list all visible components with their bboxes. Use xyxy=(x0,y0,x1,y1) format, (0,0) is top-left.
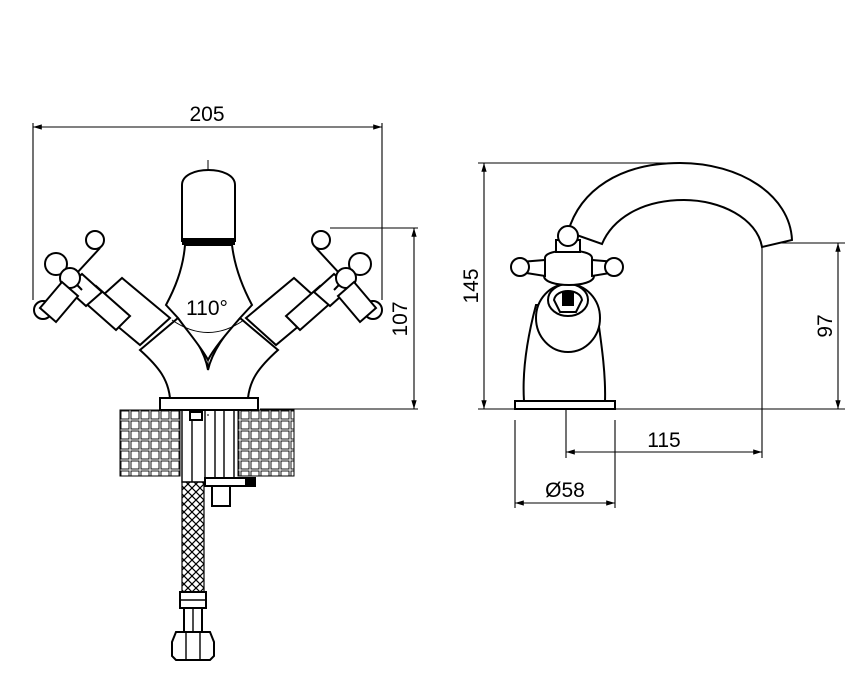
reach-dim-label: 115 xyxy=(647,429,680,452)
faucet-body: 110° xyxy=(138,169,280,411)
width-dimension: 205 xyxy=(32,103,383,300)
side-view: 145 97 115 Ø58 xyxy=(460,161,845,508)
side-spout xyxy=(566,161,794,249)
left-handle xyxy=(33,230,105,324)
countertop-section xyxy=(119,409,295,477)
flexible-hose xyxy=(171,481,215,661)
right-handle xyxy=(311,230,383,324)
side-base-plate xyxy=(514,400,616,410)
side-height-dim-label: 145 xyxy=(460,268,483,303)
front-view: 205 107 110° xyxy=(32,103,418,661)
right-valve xyxy=(244,272,352,347)
base-diameter-dimension: Ø58 xyxy=(514,420,616,508)
width-dim-label: 205 xyxy=(189,103,224,126)
front-height-dimension: 107 xyxy=(260,227,418,410)
angle-label: 110° xyxy=(186,297,228,320)
base-diameter-dim-label: Ø58 xyxy=(545,479,585,502)
side-handle xyxy=(510,225,624,286)
left-valve xyxy=(64,272,172,347)
front-height-dim-label: 107 xyxy=(389,301,412,336)
side-height-dimension: 145 xyxy=(460,162,690,410)
spout-height-dim-label: 97 xyxy=(814,314,837,337)
mounting-shank xyxy=(181,409,256,507)
spout-height-dimension: 97 xyxy=(615,242,845,410)
side-valve xyxy=(535,283,601,353)
